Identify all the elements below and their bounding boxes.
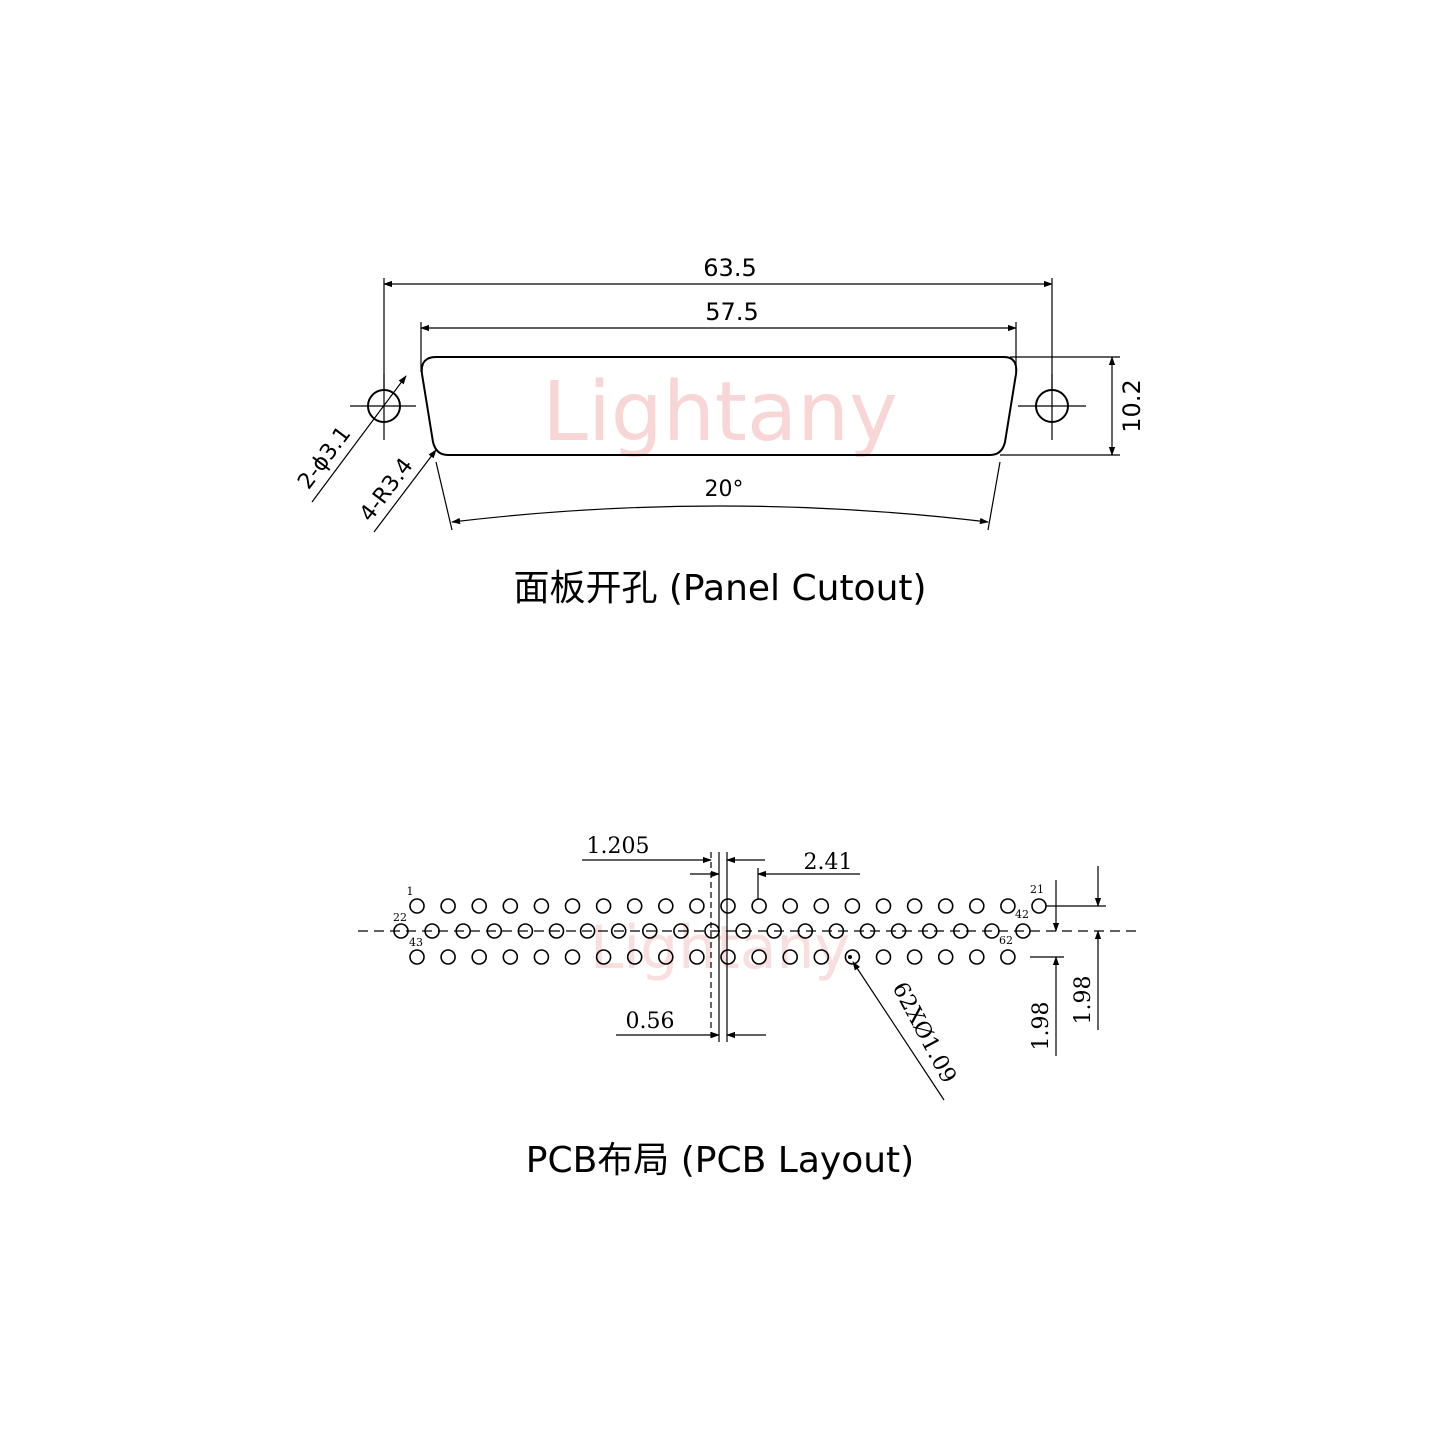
pin-hole-50	[626, 949, 643, 965]
pin-label-row3-end: 62	[999, 934, 1013, 947]
pin-hole-13	[782, 898, 799, 914]
pin-hole-array	[393, 898, 1047, 965]
dim-text-overall: 63.5	[703, 254, 756, 282]
pin-hole-2	[440, 898, 456, 914]
pin-hole-31	[673, 923, 689, 939]
pin-hole-44	[440, 949, 456, 965]
dim-text-cutout: 57.5	[705, 298, 758, 326]
dim-text-pcb-holes: 62XØ1.09	[887, 978, 961, 1087]
reference-pin-center	[848, 955, 852, 959]
pin-hole-62	[1000, 949, 1016, 965]
pin-hole-55	[782, 949, 799, 965]
pin-hole-26	[517, 923, 534, 939]
pin-hole-32	[704, 923, 720, 939]
leader-radius	[373, 449, 437, 533]
pin-hole-45	[471, 949, 488, 965]
pin-label-row1-end: 21	[1030, 883, 1044, 896]
pin-hole-51	[657, 949, 674, 965]
pin-hole-14	[813, 898, 830, 914]
pin-hole-46	[502, 949, 519, 965]
pin-hole-33	[735, 923, 751, 939]
pin-hole-53	[720, 949, 736, 965]
pin-hole-61	[968, 949, 985, 965]
pin-hole-60	[937, 949, 954, 965]
dim-text-offset: 1.205	[587, 834, 650, 859]
pin-hole-57	[844, 949, 861, 965]
leader-pcb-holes	[852, 961, 945, 1101]
pin-hole-23	[424, 923, 440, 939]
dim-text-holes: 2-ϕ3.1	[293, 422, 356, 494]
pin-hole-6	[564, 898, 581, 914]
pin-hole-30	[641, 923, 658, 939]
watermark-top: Lightany	[542, 365, 897, 460]
pin-label-first: 1	[407, 885, 414, 898]
pin-hole-10	[689, 898, 705, 914]
pcb-layout-caption: PCB布局 (PCB Layout)	[526, 1140, 914, 1181]
pin-hole-1	[409, 898, 425, 914]
pin-label-row3-start: 43	[409, 936, 423, 949]
pin-hole-3	[471, 898, 488, 914]
pin-hole-42	[1015, 923, 1031, 939]
pin-hole-19	[968, 898, 985, 914]
dim-text-row-2: 1.98	[1029, 1002, 1054, 1051]
pin-hole-36	[828, 923, 845, 939]
dim-text-row-1: 1.98	[1071, 976, 1096, 1025]
pin-hole-11	[720, 898, 736, 914]
dim-text-angle: 20°	[705, 477, 744, 502]
pin-hole-18	[937, 898, 954, 914]
pin-hole-54	[751, 949, 767, 965]
pin-hole-47	[533, 949, 550, 965]
pin-hole-7	[595, 898, 612, 914]
leader-holes	[311, 375, 407, 503]
pin-hole-58	[875, 949, 892, 965]
pin-hole-40	[952, 923, 969, 939]
pin-hole-21	[1031, 898, 1047, 914]
pin-hole-12	[751, 898, 767, 914]
pin-hole-4	[502, 898, 519, 914]
pin-hole-22	[393, 923, 409, 939]
panel-cutout-caption: 面板开孔 (Panel Cutout)	[513, 568, 926, 609]
pin-hole-25	[486, 923, 503, 939]
dim-text-small: 0.56	[626, 1009, 675, 1034]
pin-hole-15	[844, 898, 861, 914]
pin-hole-37	[859, 923, 876, 939]
pin-hole-48	[564, 949, 581, 965]
pin-hole-52	[689, 949, 705, 965]
pin-hole-28	[579, 923, 596, 939]
pin-hole-49	[595, 949, 612, 965]
pin-label-row2-end: 42	[1015, 908, 1029, 921]
watermark-bottom: Lightany	[590, 913, 850, 983]
pin-hole-34	[766, 923, 783, 939]
pin-hole-27	[548, 923, 565, 939]
dim-text-pitch: 2.41	[804, 850, 853, 875]
pin-hole-5	[533, 898, 550, 914]
pin-hole-16	[875, 898, 892, 914]
pin-hole-8	[626, 898, 643, 914]
panel-cutout-drawing	[311, 278, 1120, 533]
pin-hole-20	[1000, 898, 1016, 914]
pin-hole-59	[906, 949, 923, 965]
pin-hole-29	[610, 923, 627, 939]
pin-hole-24	[455, 923, 472, 939]
pin-label-row2-start: 22	[393, 911, 407, 924]
pin-hole-38	[890, 923, 907, 939]
dim-text-height: 10.2	[1118, 379, 1146, 432]
pin-hole-35	[797, 923, 814, 939]
pin-hole-17	[906, 898, 923, 914]
pin-hole-56	[813, 949, 830, 965]
dim-arc-angle	[451, 505, 989, 525]
pin-hole-41	[984, 923, 1000, 939]
pin-hole-9	[657, 898, 674, 914]
pin-hole-43	[409, 949, 425, 965]
pin-hole-39	[921, 923, 938, 939]
